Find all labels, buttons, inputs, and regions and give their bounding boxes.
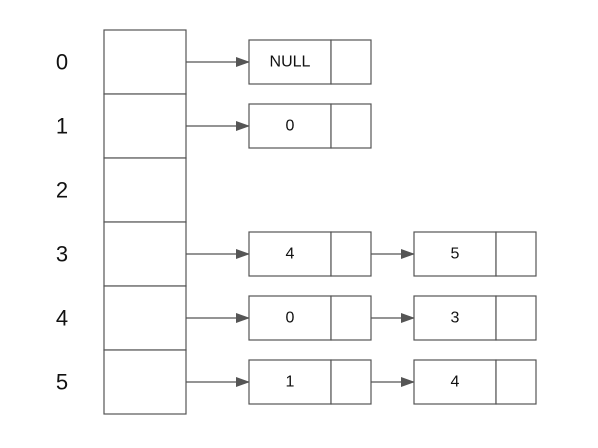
node-value-label: 1	[286, 374, 295, 391]
node-value-cell	[248, 39, 332, 85]
linked-list-nodes: NULL 0 4 5 0 3 1 4	[248, 39, 537, 405]
list-node: 4	[413, 359, 537, 405]
node-pointer-cell	[495, 295, 537, 341]
row-index-label: 4	[56, 306, 68, 331]
node-pointer-cell	[330, 359, 372, 405]
row-index-label: 1	[56, 114, 68, 139]
row-index-labels: 0 1 2 3 4 5	[56, 50, 68, 395]
node-value-label: 0	[286, 310, 295, 327]
array-cell	[103, 29, 187, 95]
node-value-cell	[248, 359, 332, 405]
vertex-array	[103, 29, 187, 415]
node-value-label: 5	[451, 246, 460, 263]
array-cell	[103, 93, 187, 159]
node-value-cell	[413, 359, 497, 405]
list-node: 5	[413, 231, 537, 277]
node-pointer-cell	[495, 231, 537, 277]
node-pointer-cell	[330, 39, 372, 85]
node-value-cell	[248, 103, 332, 149]
row-index-label: 0	[56, 50, 68, 75]
array-cell	[103, 285, 187, 351]
node-value-label: 0	[286, 118, 295, 135]
array-cell	[103, 221, 187, 287]
array-cell	[103, 157, 187, 223]
node-pointer-cell	[495, 359, 537, 405]
node-value-cell	[413, 295, 497, 341]
node-pointer-cell	[330, 231, 372, 277]
node-value-label: 4	[451, 374, 460, 391]
row-index-label: 2	[56, 178, 68, 203]
node-pointer-cell	[330, 295, 372, 341]
node-value-label: NULL	[270, 54, 311, 71]
array-cell	[103, 349, 187, 415]
list-node: 0	[248, 103, 372, 149]
list-node: 3	[413, 295, 537, 341]
list-node: NULL	[248, 39, 372, 85]
row-index-label: 5	[56, 370, 68, 395]
node-value-label: 4	[286, 246, 295, 263]
node-value-label: 3	[451, 310, 460, 327]
row-index-label: 3	[56, 242, 68, 267]
list-node: 0	[248, 295, 372, 341]
list-node: 1	[248, 359, 372, 405]
list-node: 4	[248, 231, 372, 277]
node-pointer-cell	[330, 103, 372, 149]
